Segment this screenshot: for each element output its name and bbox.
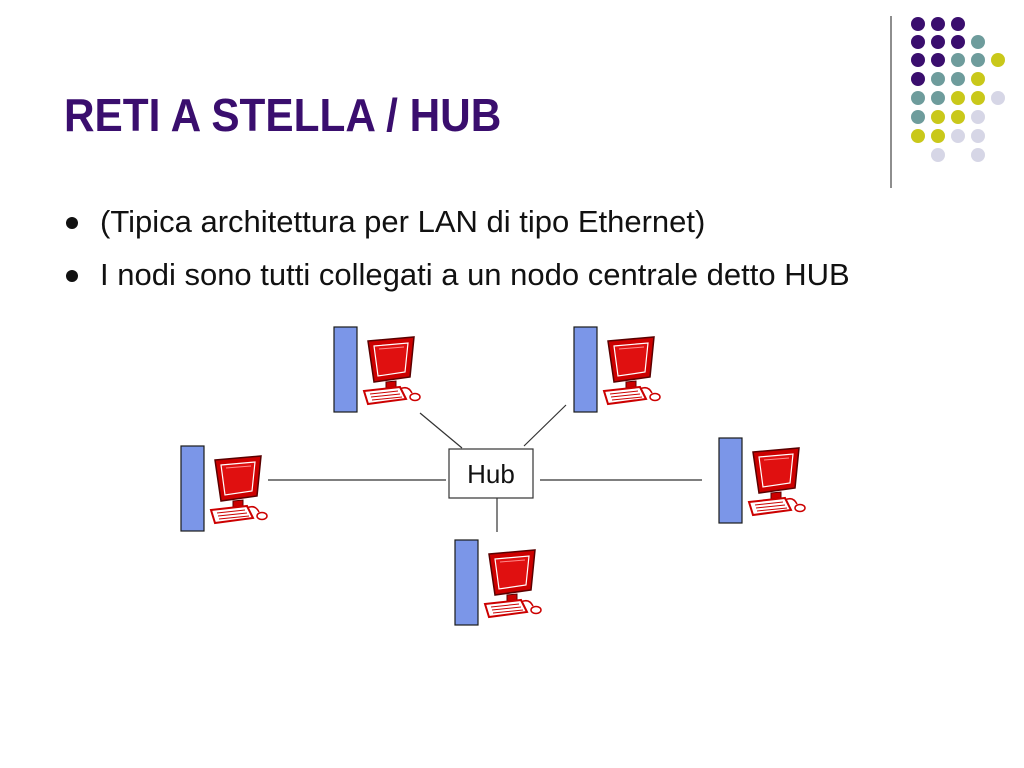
- decorative-dot: [971, 91, 985, 105]
- bullet-dot-icon: [66, 270, 78, 282]
- decorative-dot: [971, 129, 985, 143]
- computer-top-right-icon: [573, 326, 661, 413]
- decorative-dot: [971, 72, 985, 86]
- decorative-dot: [971, 148, 985, 162]
- decorative-dot: [951, 17, 965, 31]
- computer-top-left-icon: [333, 326, 421, 413]
- decorative-dot: [931, 148, 945, 162]
- decorative-dot: [951, 35, 965, 49]
- link-line-top-right: [523, 404, 567, 447]
- bullet-item: I nodi sono tutti collegati a un nodo ce…: [64, 253, 944, 296]
- decorative-dot: [971, 110, 985, 124]
- vertical-divider: [890, 16, 892, 188]
- computer-bottom-icon: [454, 539, 542, 626]
- decorative-dot: [951, 110, 965, 124]
- decorative-dot: [991, 53, 1005, 67]
- hub-box: [448, 448, 534, 499]
- slide-title: RETI A STELLA / HUB: [64, 89, 502, 141]
- decorative-dot: [971, 35, 985, 49]
- decorative-dot: [931, 129, 945, 143]
- decorative-dot: [931, 110, 945, 124]
- decorative-dot: [911, 91, 925, 105]
- hub-label: Hub: [467, 459, 515, 489]
- bullet-list: (Tipica architettura per LAN di tipo Eth…: [64, 200, 944, 306]
- bullet-item: (Tipica architettura per LAN di tipo Eth…: [64, 200, 944, 243]
- bullet-dot-icon: [66, 217, 78, 229]
- decorative-dot: [971, 53, 985, 67]
- bullet-text: I nodi sono tutti collegati a un nodo ce…: [100, 257, 850, 292]
- decorative-dot: [911, 129, 925, 143]
- decorative-dot: [911, 17, 925, 31]
- decorative-dot: [951, 53, 965, 67]
- decorative-dot-grid: [911, 17, 1005, 162]
- link-line-top-left: [419, 412, 463, 449]
- bullet-text: (Tipica architettura per LAN di tipo Eth…: [100, 204, 706, 239]
- decorative-dot: [931, 17, 945, 31]
- decorative-dot: [951, 91, 965, 105]
- decorative-dot: [951, 72, 965, 86]
- computer-right-icon: [718, 437, 806, 524]
- decorative-dot: [931, 72, 945, 86]
- decorative-dot: [911, 72, 925, 86]
- decorative-dot: [911, 35, 925, 49]
- computer-left-icon: [180, 445, 268, 532]
- decorative-dot: [931, 91, 945, 105]
- decorative-dot: [931, 35, 945, 49]
- decorative-dot: [931, 53, 945, 67]
- decorative-dot: [951, 129, 965, 143]
- decorative-dot: [911, 53, 925, 67]
- decorative-dot: [911, 110, 925, 124]
- decorative-dot: [991, 91, 1005, 105]
